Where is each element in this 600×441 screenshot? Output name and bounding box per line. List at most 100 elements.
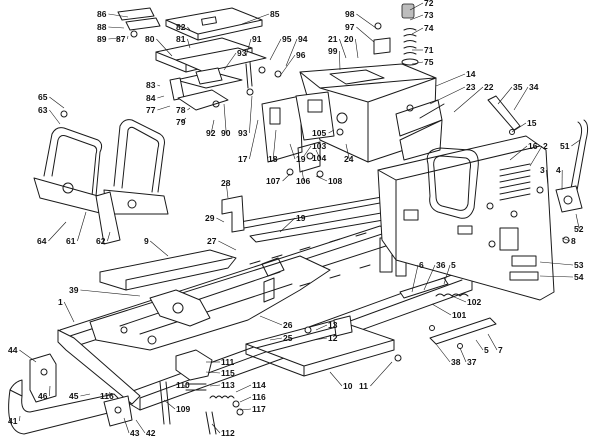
leader-line bbox=[223, 52, 237, 71]
part-number-label: 24 bbox=[344, 154, 354, 164]
part-callout-46: 46 bbox=[38, 385, 51, 401]
part-callout-80: 80 bbox=[145, 34, 173, 57]
part-callout-42: 42 bbox=[135, 419, 156, 438]
leader-line bbox=[123, 417, 130, 434]
leader-line bbox=[513, 86, 529, 111]
leader-line bbox=[181, 117, 187, 123]
leader-line bbox=[303, 145, 312, 157]
part-callout-63: 63 bbox=[38, 105, 61, 125]
part-number-label: 112 bbox=[221, 428, 235, 438]
leader-line bbox=[49, 96, 65, 109]
leader-line bbox=[210, 119, 215, 134]
part-callout-43: 43 bbox=[123, 417, 140, 438]
leader-line bbox=[63, 301, 75, 323]
part-callout-41: 41 bbox=[8, 415, 21, 426]
part-number-label: 38 bbox=[451, 357, 461, 367]
leader-line bbox=[108, 26, 125, 29]
steering-spring bbox=[373, 3, 419, 66]
part-number-label: 93 bbox=[238, 128, 248, 138]
part-number-label: 84 bbox=[146, 93, 156, 103]
part-number-label: 103 bbox=[312, 141, 326, 151]
leader-line bbox=[315, 149, 321, 159]
leader-line bbox=[279, 217, 296, 233]
part-callout-93: 93 bbox=[223, 48, 247, 71]
part-callout-83: 83 bbox=[146, 80, 161, 90]
part-callout-37: 37 bbox=[459, 347, 477, 367]
part-number-label: 45 bbox=[69, 391, 79, 401]
part-number-label: 117 bbox=[252, 404, 266, 414]
part-number-label: 1 bbox=[58, 297, 63, 307]
part-callout-94: 94 bbox=[285, 34, 308, 67]
part-callout-104: 104 bbox=[312, 149, 326, 163]
part-number-label: 21 bbox=[328, 34, 338, 44]
part-number-label: 63 bbox=[38, 105, 48, 115]
leader-line bbox=[329, 371, 343, 387]
part-callout-88: 88 bbox=[97, 22, 125, 32]
part-number-label: 107 bbox=[266, 176, 280, 186]
part-callout-73: 73 bbox=[409, 10, 434, 21]
part-number-label: 19 bbox=[296, 213, 306, 223]
leader-line bbox=[80, 289, 141, 297]
part-number-label: 46 bbox=[38, 391, 48, 401]
part-callout-110: 110 bbox=[176, 380, 190, 390]
part-number-label: 43 bbox=[130, 428, 140, 438]
leader-line bbox=[423, 264, 436, 291]
part-number-label: 98 bbox=[345, 9, 355, 19]
leader-line bbox=[239, 396, 252, 403]
part-number-label: 2 bbox=[543, 141, 548, 151]
part-callout-113: 113 bbox=[209, 380, 235, 390]
part-number-label: 11 bbox=[359, 381, 368, 391]
part-callout-19: 19 bbox=[289, 143, 306, 164]
part-callout-9: 9 bbox=[144, 236, 169, 257]
part-number-label: 87 bbox=[116, 34, 126, 44]
leader-line bbox=[107, 231, 111, 242]
part-number-label: 42 bbox=[146, 428, 156, 438]
leader-line bbox=[80, 393, 91, 397]
part-number-label: 92 bbox=[206, 128, 216, 138]
leader-line bbox=[561, 237, 571, 242]
part-number-label: 13 bbox=[328, 320, 338, 330]
part-callout-99: 99 bbox=[328, 46, 341, 71]
part-callout-24: 24 bbox=[344, 143, 354, 164]
part-number-label: 14 bbox=[466, 69, 476, 79]
part-callout-61: 61 bbox=[66, 211, 87, 246]
part-number-label: 106 bbox=[296, 176, 310, 186]
seat-plates bbox=[117, 7, 282, 111]
part-callout-10: 10 bbox=[329, 371, 353, 391]
leader-line bbox=[435, 73, 466, 87]
part-number-label: 35 bbox=[513, 82, 523, 92]
leader-line bbox=[218, 240, 237, 251]
part-number-label: 17 bbox=[238, 154, 248, 164]
leader-line bbox=[459, 347, 467, 363]
part-number-label: 39 bbox=[69, 285, 79, 295]
part-callout-53: 53 bbox=[539, 260, 584, 270]
part-number-label: 65 bbox=[38, 92, 48, 102]
part-number-label: 5 bbox=[484, 345, 489, 355]
leader-line bbox=[235, 384, 252, 393]
leader-line bbox=[301, 169, 305, 182]
leader-line bbox=[315, 175, 328, 182]
part-callout-72: 72 bbox=[409, 0, 434, 11]
part-callout-16: 16 bbox=[509, 141, 538, 161]
leader-line bbox=[328, 129, 335, 134]
part-number-label: 89 bbox=[97, 34, 107, 44]
part-number-label: 28 bbox=[221, 178, 231, 188]
part-number-label: 95 bbox=[282, 34, 292, 44]
part-callout-17: 17 bbox=[238, 119, 259, 164]
part-callout-19: 19 bbox=[279, 213, 306, 233]
part-callout-115: 115 bbox=[205, 368, 235, 378]
part-number-label: 34 bbox=[529, 82, 539, 92]
part-number-label: 51 bbox=[560, 141, 570, 151]
part-number-label: 61 bbox=[66, 236, 76, 246]
leader-line bbox=[429, 86, 466, 105]
part-callout-4: 4 bbox=[556, 165, 563, 191]
leader-line bbox=[205, 371, 221, 374]
part-callout-34: 34 bbox=[513, 82, 539, 111]
part-callout-98: 98 bbox=[345, 9, 377, 29]
leader-line bbox=[150, 240, 169, 257]
part-callout-1: 1 bbox=[58, 297, 75, 323]
part-callout-85: 85 bbox=[241, 9, 280, 25]
part-callout-21: 21 bbox=[328, 34, 347, 59]
part-callout-109: 109 bbox=[163, 399, 190, 414]
part-callout-15: 15 bbox=[511, 118, 537, 133]
